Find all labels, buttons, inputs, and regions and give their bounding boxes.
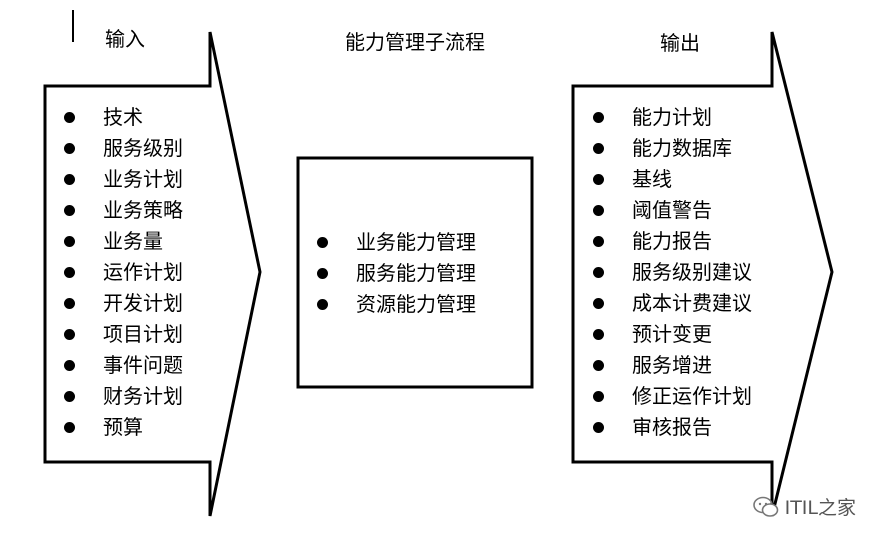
input-item-label: 事件问题: [103, 353, 183, 377]
output-item: 能力数据库: [590, 133, 752, 164]
output-title: 输出: [660, 31, 700, 55]
bullet-icon: [64, 236, 75, 247]
input-title: 输入: [105, 27, 145, 51]
bullet-icon: [593, 391, 604, 402]
input-item: 运作计划: [61, 257, 183, 288]
bullet-icon: [593, 422, 604, 433]
output-item-label: 基线: [632, 167, 672, 191]
bullet-icon: [64, 360, 75, 371]
input-item: 业务计划: [61, 164, 183, 195]
bullet-icon: [593, 298, 604, 309]
watermark: ITIL之家: [752, 493, 856, 520]
bullet-icon: [64, 267, 75, 278]
bullet-icon: [64, 391, 75, 402]
output-item-label: 修正运作计划: [632, 384, 752, 408]
output-item: 能力计划: [590, 102, 752, 133]
bullet-icon: [64, 174, 75, 185]
input-list: 技术服务级别业务计划业务策略业务量运作计划开发计划项目计划事件问题财务计划预算: [61, 102, 183, 443]
bullet-icon: [593, 236, 604, 247]
output-item-label: 能力计划: [632, 105, 712, 129]
input-item: 项目计划: [61, 319, 183, 350]
input-item: 技术: [61, 102, 183, 133]
bullet-icon: [317, 237, 328, 248]
input-arrow-shape: [43, 31, 262, 517]
process-box: [296, 156, 534, 389]
input-item-label: 开发计划: [103, 291, 183, 315]
bullet-icon: [593, 112, 604, 123]
output-item-label: 阈值警告: [632, 198, 712, 222]
output-item-label: 审核报告: [632, 415, 712, 439]
input-item-label: 技术: [103, 105, 143, 129]
output-item: 审核报告: [590, 412, 752, 443]
process-list: 业务能力管理服务能力管理资源能力管理: [314, 227, 476, 320]
input-item: 开发计划: [61, 288, 183, 319]
wechat-icon: [752, 496, 778, 517]
bullet-icon: [593, 143, 604, 154]
bullet-icon: [593, 174, 604, 185]
bullet-icon: [593, 329, 604, 340]
input-item-label: 服务级别: [103, 136, 183, 160]
bullet-icon: [64, 329, 75, 340]
process-item-label: 资源能力管理: [356, 292, 476, 316]
output-item: 修正运作计划: [590, 381, 752, 412]
process-item-label: 服务能力管理: [356, 261, 476, 285]
output-item-label: 能力数据库: [632, 136, 732, 160]
watermark-text: ITIL之家: [784, 497, 856, 519]
output-item-label: 成本计费建议: [632, 291, 752, 315]
bullet-icon: [593, 267, 604, 278]
process-item: 资源能力管理: [314, 289, 476, 320]
bullet-icon: [64, 112, 75, 123]
output-item: 服务增进: [590, 350, 752, 381]
output-item: 阈值警告: [590, 195, 752, 226]
process-item-label: 业务能力管理: [356, 230, 476, 254]
output-item: 成本计费建议: [590, 288, 752, 319]
output-arrow-shape: [571, 31, 834, 517]
bullet-icon: [317, 268, 328, 279]
bullet-icon: [593, 360, 604, 371]
process-item: 服务能力管理: [314, 258, 476, 289]
input-item: 业务策略: [61, 195, 183, 226]
input-item-label: 预算: [103, 415, 143, 439]
input-item: 预算: [61, 412, 183, 443]
output-item-label: 能力报告: [632, 229, 712, 253]
output-item-label: 预计变更: [632, 322, 712, 346]
bullet-icon: [64, 143, 75, 154]
input-item-label: 项目计划: [103, 322, 183, 346]
input-item: 财务计划: [61, 381, 183, 412]
output-item: 服务级别建议: [590, 257, 752, 288]
input-item-label: 运作计划: [103, 260, 183, 284]
output-item-label: 服务级别建议: [632, 260, 752, 284]
output-item: 基线: [590, 164, 752, 195]
bullet-icon: [64, 298, 75, 309]
input-item: 业务量: [61, 226, 183, 257]
text-cursor-mark: [72, 10, 74, 42]
input-item-label: 财务计划: [103, 384, 183, 408]
output-item: 能力报告: [590, 226, 752, 257]
output-list: 能力计划能力数据库基线阈值警告能力报告服务级别建议成本计费建议预计变更服务增进修…: [590, 102, 752, 443]
input-item: 服务级别: [61, 133, 183, 164]
output-item: 预计变更: [590, 319, 752, 350]
input-item-label: 业务策略: [103, 198, 183, 222]
bullet-icon: [64, 422, 75, 433]
input-item-label: 业务量: [103, 229, 163, 253]
process-title: 能力管理子流程: [345, 30, 485, 54]
bullet-icon: [593, 205, 604, 216]
output-item-label: 服务增进: [632, 353, 712, 377]
bullet-icon: [317, 299, 328, 310]
input-item-label: 业务计划: [103, 167, 183, 191]
process-item: 业务能力管理: [314, 227, 476, 258]
bullet-icon: [64, 205, 75, 216]
input-item: 事件问题: [61, 350, 183, 381]
